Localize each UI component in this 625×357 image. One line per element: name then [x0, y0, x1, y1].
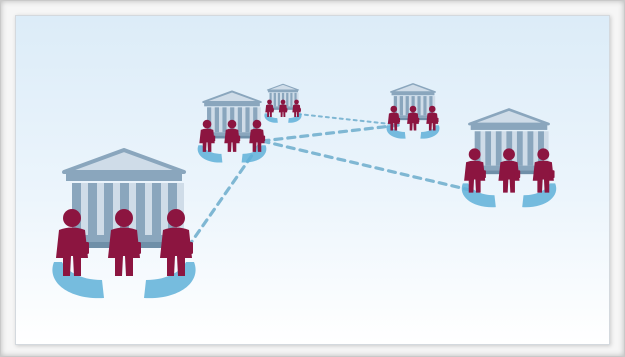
nodes-layer — [52, 83, 557, 299]
person-icon — [426, 105, 439, 131]
person-icon — [160, 209, 193, 276]
node-tiny — [264, 83, 302, 123]
person-icon — [532, 148, 555, 193]
person-icon — [199, 119, 216, 152]
person-icon — [464, 148, 486, 193]
person-icon — [249, 119, 266, 152]
node-small-1 — [461, 108, 557, 208]
node-small-2 — [386, 83, 440, 139]
node-medium — [197, 90, 267, 163]
dashed-link-3 — [260, 123, 402, 143]
person-icon — [498, 148, 521, 193]
person-icon — [292, 99, 301, 118]
person-icon — [265, 99, 274, 118]
person-icon — [56, 209, 89, 276]
person-icon — [108, 209, 141, 276]
dashed-link-2 — [260, 139, 472, 192]
person-icon — [387, 105, 401, 131]
dashed-link-4 — [297, 113, 401, 126]
node-large — [52, 148, 196, 299]
person-icon — [224, 119, 241, 152]
person-icon — [278, 99, 288, 118]
person-icon — [407, 105, 420, 131]
